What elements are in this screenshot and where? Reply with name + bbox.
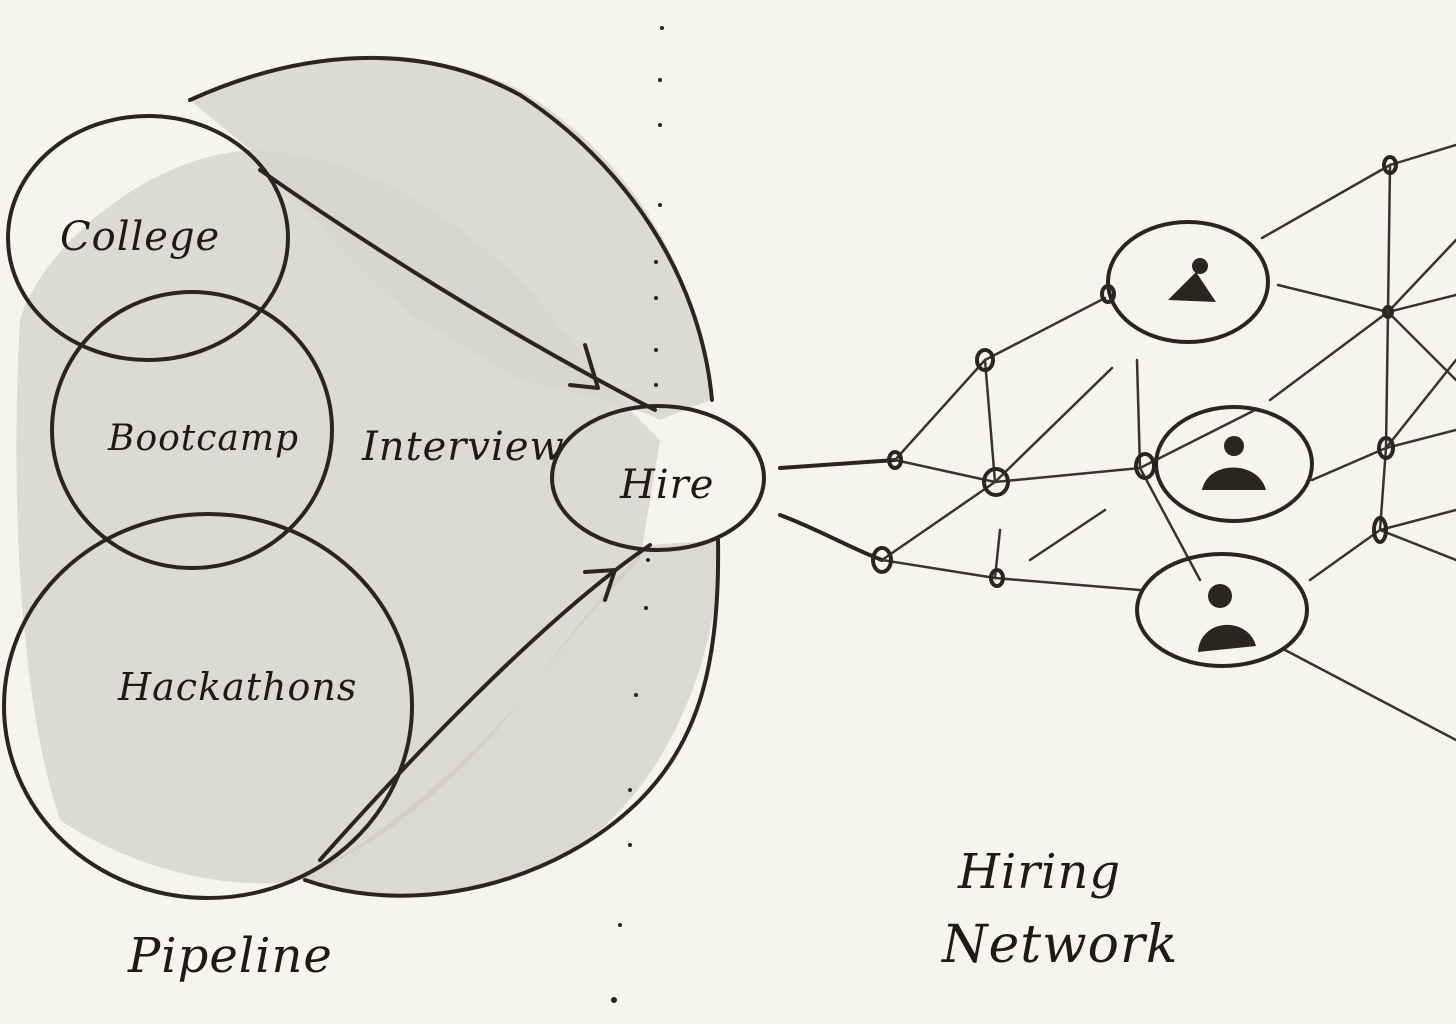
interview-label: Interview <box>361 424 565 470</box>
person-icon <box>1198 584 1256 652</box>
arrow-hackathons-head <box>583 568 617 602</box>
network-nodes <box>871 155 1398 588</box>
hiring-label: Hiring <box>957 844 1121 900</box>
arrow-college-head <box>568 343 600 390</box>
hire-node <box>550 404 766 552</box>
college-circle <box>6 114 290 362</box>
person-icon <box>1202 436 1266 490</box>
pipeline-label: Pipeline <box>127 928 333 984</box>
person-node-2 <box>1154 405 1314 523</box>
bootcamp-circle <box>50 290 334 570</box>
college-label: College <box>60 214 220 260</box>
arrow-college-to-hire <box>258 168 657 412</box>
person-node-1 <box>1106 220 1270 344</box>
interview-funnel <box>16 57 720 894</box>
network-edges <box>778 143 1456 742</box>
person-node-3 <box>1135 552 1309 668</box>
person-icon <box>1168 258 1216 302</box>
hire-label: Hire <box>619 462 714 508</box>
hackathons-circle <box>2 512 414 900</box>
interview-bottom-outline <box>303 538 721 898</box>
interview-top-outline <box>188 55 714 402</box>
arrow-hackathons-to-hire <box>318 543 652 862</box>
bootcamp-label: Bootcamp <box>107 418 299 459</box>
section-divider <box>611 26 664 1003</box>
hackathons-label: Hackathons <box>117 665 357 709</box>
network-label: Network <box>940 915 1178 975</box>
